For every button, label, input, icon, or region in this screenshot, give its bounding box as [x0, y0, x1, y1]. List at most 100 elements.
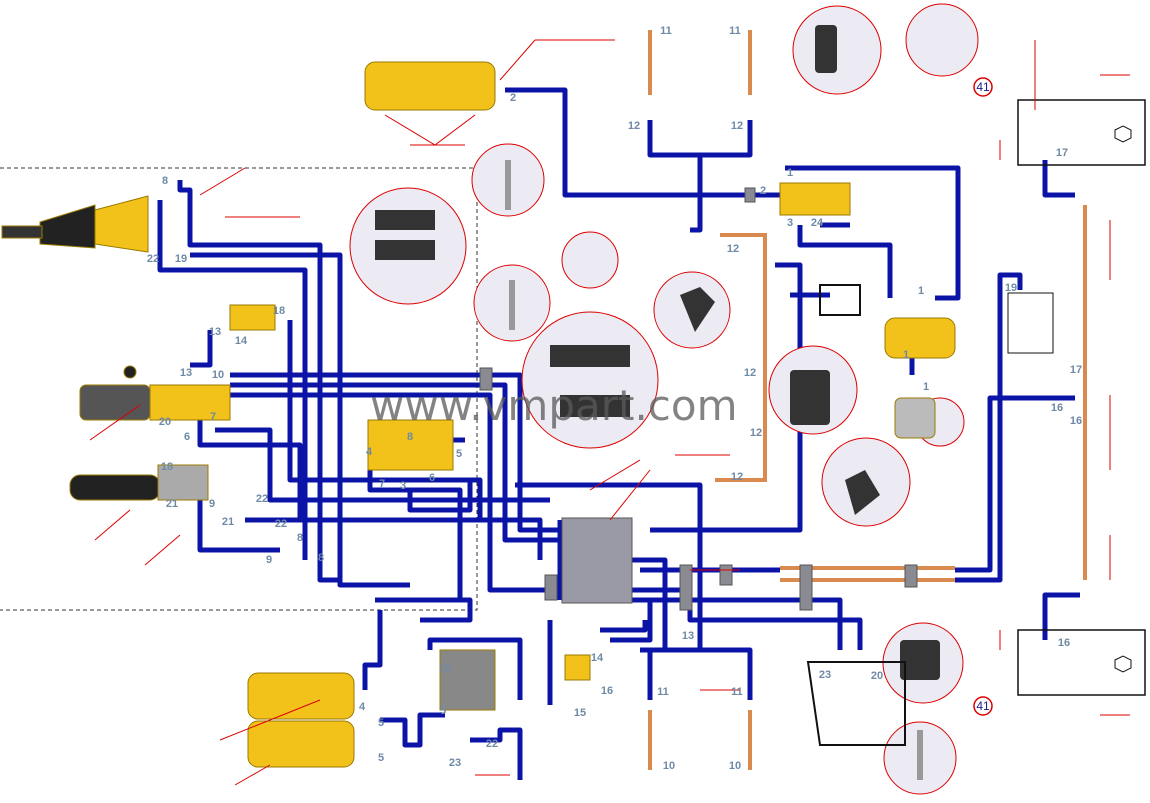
- part-number-label: 2: [760, 185, 766, 197]
- control-lever-bellows: [39, 204, 96, 249]
- part-number-label: 7: [210, 411, 216, 423]
- bolt: [509, 280, 515, 330]
- part-number-label: 10: [663, 760, 675, 772]
- copper-pipes: [648, 30, 1087, 770]
- clamp-part: [900, 640, 940, 680]
- engine-part: [1007, 292, 1054, 354]
- clamp: [544, 574, 558, 601]
- part-number-label: 12: [731, 471, 743, 483]
- part-number-label: 12: [731, 120, 743, 132]
- part-number-label: 10: [729, 760, 741, 772]
- part-number-label: 4: [359, 701, 366, 713]
- leader-line: [499, 39, 615, 81]
- air-tank-top: [364, 61, 496, 111]
- reference-circle: [973, 77, 993, 97]
- part-number-label: 23: [449, 757, 461, 769]
- part-number-label: 11: [731, 686, 743, 698]
- brake-valve-body: [79, 384, 151, 421]
- pipe: [197, 490, 280, 553]
- part-number-label: 6: [429, 472, 435, 484]
- gauge-frame: [819, 284, 861, 316]
- pipe: [785, 165, 961, 301]
- clamp-part: [550, 345, 630, 367]
- part-number-label: 17: [1070, 364, 1082, 376]
- air-tank-2: [247, 720, 355, 768]
- part-number-label: 16: [601, 685, 613, 697]
- part-number-label: 6: [184, 431, 190, 443]
- pipe: [650, 647, 753, 700]
- clamp: [719, 564, 733, 586]
- part-number-label: 24: [811, 217, 824, 229]
- part-number-label: 13: [180, 367, 192, 379]
- bolt-detail-circle: [561, 231, 619, 289]
- pipe: [647, 120, 700, 158]
- part-number-label: 1: [903, 349, 909, 361]
- pipe: [375, 597, 473, 623]
- pipe: [157, 200, 308, 560]
- distribution-valve: [367, 419, 454, 471]
- valve-block-top: [779, 182, 851, 216]
- leader-line: [199, 167, 300, 218]
- part-number-label: 20: [159, 416, 171, 428]
- pipe: [177, 180, 340, 583]
- part-number-label: 9: [266, 554, 272, 566]
- part-number-label: 22: [256, 493, 268, 505]
- part-number-label: 14: [591, 652, 604, 664]
- clamp-part: [375, 210, 435, 230]
- part-number-label: 5: [440, 705, 446, 717]
- pipe: [600, 620, 648, 633]
- part-number-label: 4: [366, 446, 373, 458]
- clamp: [479, 367, 493, 391]
- relay-valve: [439, 649, 496, 711]
- clamp-part: [680, 287, 715, 332]
- pipe: [287, 320, 483, 520]
- leader-line: [89, 404, 181, 566]
- pipe: [220, 392, 560, 593]
- clamp: [799, 564, 813, 611]
- clamp-blocks: [479, 187, 918, 611]
- part-number-label: 15: [439, 662, 451, 674]
- part-number-label: 14: [235, 335, 248, 347]
- part-number-label: 1: [918, 285, 924, 297]
- part-number-label: 8: [318, 552, 324, 564]
- leader-lines: [89, 39, 1130, 786]
- clamp-stack: [561, 517, 633, 604]
- part-number-label: 12: [727, 243, 739, 255]
- air-tank-1: [247, 672, 355, 720]
- part-number-label: 10: [212, 369, 224, 381]
- part-number-label: 13: [209, 326, 221, 338]
- part-number-label: 21: [166, 498, 178, 510]
- reference-number: 41: [976, 699, 990, 713]
- pipe: [190, 330, 213, 368]
- clamp-part: [815, 25, 837, 73]
- reference-41-bottom: 41: [973, 696, 993, 716]
- part-number-label: 12: [750, 427, 762, 439]
- clamp-parts: [375, 25, 940, 780]
- brake-valve-knob: [123, 365, 137, 379]
- pipe: [630, 597, 843, 650]
- clamp-part: [375, 240, 435, 260]
- pipe: [690, 195, 703, 233]
- clamp: [744, 187, 756, 203]
- reference-41-top: 41: [973, 77, 993, 97]
- watermark: www.vmpart.com: [370, 381, 738, 430]
- part-number-label: 16: [1058, 637, 1070, 649]
- pipe: [955, 272, 1023, 583]
- hand-grip: [69, 474, 161, 501]
- part-number-label: 11: [660, 25, 672, 37]
- part-number-label: 18: [273, 305, 285, 317]
- pipe: [427, 637, 523, 700]
- bolt: [917, 730, 923, 780]
- pipe: [1042, 160, 1075, 198]
- pipe: [547, 600, 653, 705]
- pipe: [230, 382, 560, 543]
- clamp-part: [560, 395, 630, 417]
- reservoir-frame: [806, 661, 906, 746]
- part-number-label: 1: [923, 381, 929, 393]
- valve-14: [229, 304, 276, 331]
- part-number-label: 2: [510, 92, 516, 104]
- brake-valve: [149, 384, 231, 421]
- brake-chamber: [884, 317, 956, 359]
- pipe: [362, 610, 383, 690]
